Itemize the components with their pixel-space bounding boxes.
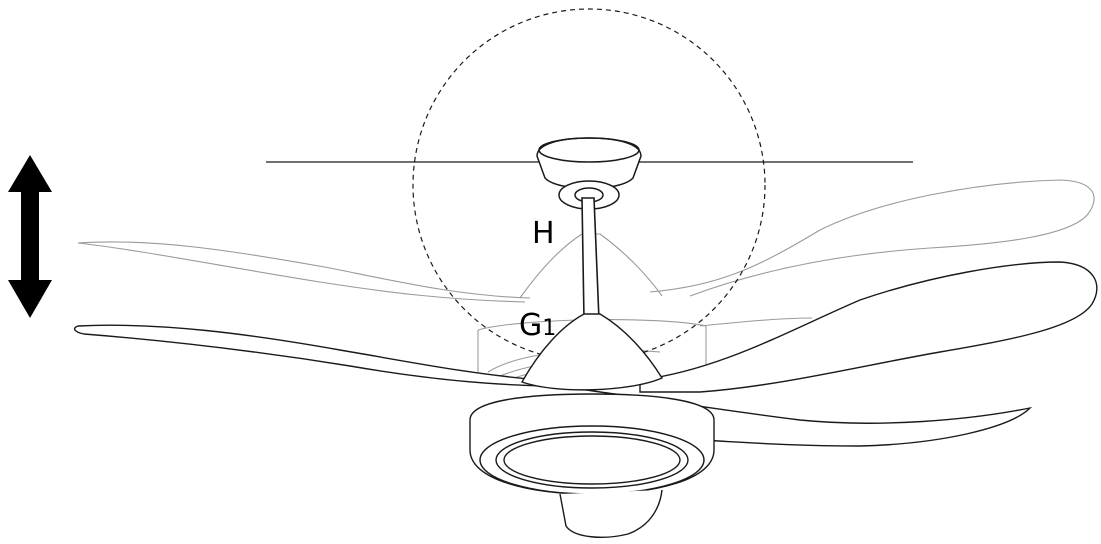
ghost-blade-left xyxy=(77,241,531,299)
blade-left xyxy=(73,324,561,387)
fan-lowered xyxy=(73,261,1098,538)
light-ring-inner xyxy=(503,435,681,485)
bottom-finial xyxy=(559,489,663,538)
motor-housing xyxy=(520,313,664,391)
blade-right xyxy=(639,261,1098,393)
canopy-rim xyxy=(538,137,640,163)
ghost-blade-right xyxy=(649,179,1095,297)
detail-circle xyxy=(412,8,766,362)
blade-front xyxy=(599,391,1033,447)
label-h: H xyxy=(532,216,555,251)
label-g-sub: 1 xyxy=(542,316,556,341)
ghost-blade-right-root xyxy=(699,317,813,327)
double-arrow-vertical-icon xyxy=(8,155,52,318)
label-g1: G1 xyxy=(519,308,556,343)
downrod xyxy=(581,197,600,321)
ghost-blade-left-edge xyxy=(77,242,526,303)
label-g-main: G xyxy=(519,308,542,343)
